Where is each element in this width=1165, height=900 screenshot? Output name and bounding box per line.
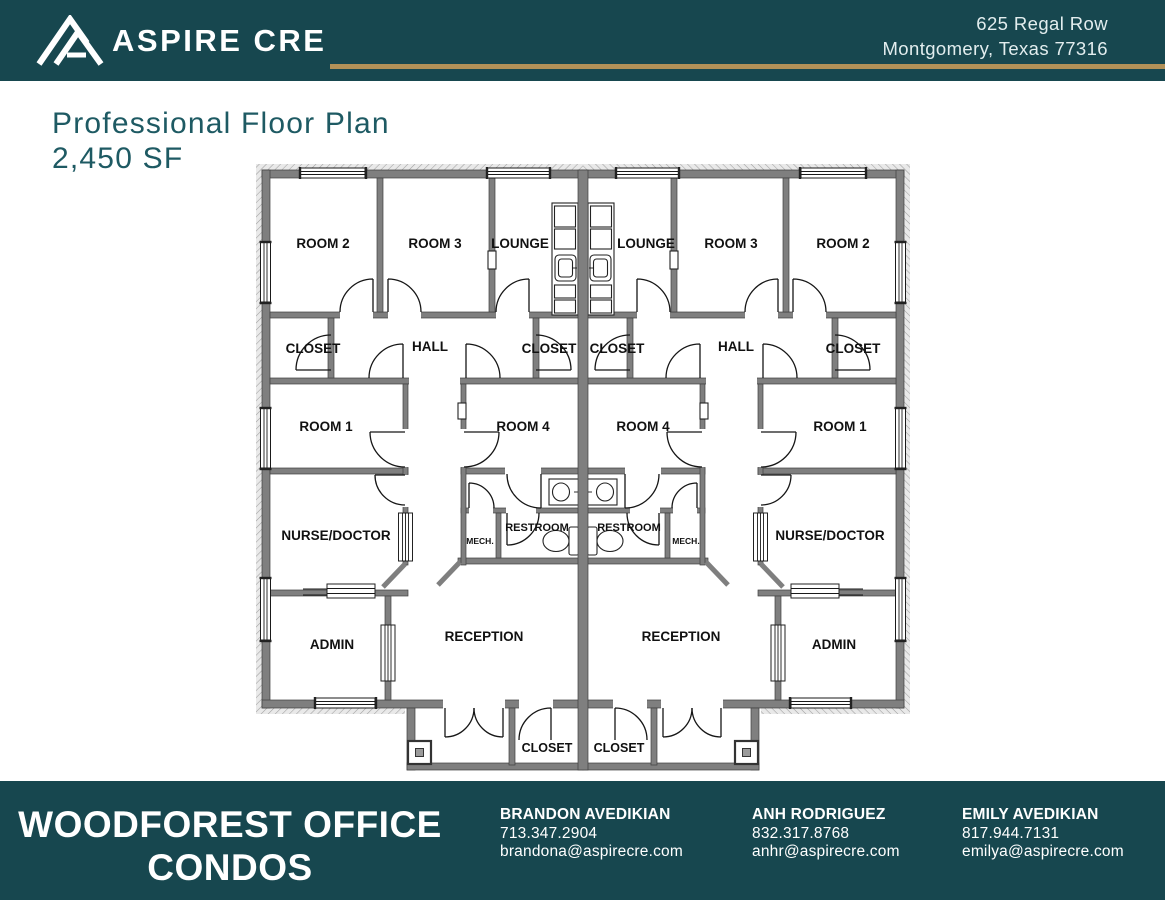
room-label: ROOM 3 bbox=[704, 236, 758, 251]
room-label: ROOM 1 bbox=[813, 419, 867, 434]
contact-email: brandona@aspirecre.com bbox=[500, 843, 683, 860]
footer-band bbox=[0, 781, 1165, 900]
room-label: ADMIN bbox=[812, 637, 856, 652]
room-label: CLOSET bbox=[522, 341, 578, 356]
room-label: ROOM 3 bbox=[408, 236, 462, 251]
room-label: ROOM 4 bbox=[616, 419, 670, 434]
demising-wall bbox=[577, 169, 589, 771]
room-label: HALL bbox=[718, 339, 754, 354]
room-label: RESTROOM bbox=[505, 522, 569, 534]
contact-phone: 832.317.8768 bbox=[752, 824, 850, 842]
address-line2: Montgomery, Texas 77316 bbox=[882, 38, 1108, 59]
building-name-line1: WOODFOREST OFFICE bbox=[18, 804, 442, 845]
room-label: CLOSET bbox=[286, 341, 342, 356]
room-label: NURSE/DOCTOR bbox=[281, 528, 391, 543]
room-label: ROOM 4 bbox=[496, 419, 550, 434]
plan-title-sf: 2,450 SF bbox=[52, 142, 184, 175]
contact-card: ANH RODRIGUEZ 832.317.8768 anhr@aspirecr… bbox=[752, 806, 900, 862]
unit-right-geometry bbox=[583, 164, 910, 770]
room-label: ROOM 2 bbox=[816, 236, 869, 251]
room-label: ROOM 2 bbox=[296, 236, 349, 251]
room-label: RECEPTION bbox=[642, 629, 721, 644]
room-label: CLOSET bbox=[826, 341, 882, 356]
room-label: CLOSET bbox=[522, 741, 573, 755]
gold-rule bbox=[330, 64, 1165, 69]
contact-name: BRANDON AVEDIKIAN bbox=[500, 806, 671, 823]
room-label: NURSE/DOCTOR bbox=[775, 528, 885, 543]
aspire-logo-icon bbox=[36, 15, 104, 66]
room-label: LOUNGE bbox=[491, 236, 549, 251]
plan-title: Professional Floor Plan 2,450 SF bbox=[52, 106, 390, 176]
brand-name: ASPIRE CRE bbox=[112, 23, 327, 58]
room-label: MECH. bbox=[672, 536, 699, 546]
header-band: ASPIRE CRE 625 Regal Row Montgomery, Tex… bbox=[0, 0, 1165, 81]
floor-plan-drawing: ROOM 2 ROOM 3 LOUNGE CLOSET HALL CLOSET … bbox=[253, 163, 913, 775]
room-label: MECH. bbox=[466, 536, 493, 546]
room-label: CLOSET bbox=[590, 341, 646, 356]
contact-email: anhr@aspirecre.com bbox=[752, 843, 900, 860]
building-name-line2: CONDOS bbox=[147, 847, 313, 888]
contact-phone: 713.347.2904 bbox=[500, 824, 598, 842]
room-label: HALL bbox=[412, 339, 448, 354]
property-address: 625 Regal Row Montgomery, Texas 77316 bbox=[883, 11, 1109, 61]
contact-email: emilya@aspirecre.com bbox=[962, 843, 1124, 860]
contact-card: BRANDON AVEDIKIAN 713.347.2904 brandona@… bbox=[500, 806, 683, 862]
room-label: LOUNGE bbox=[617, 236, 675, 251]
contact-name: EMILY AVEDIKIAN bbox=[962, 806, 1099, 823]
plan-title-line1: Professional Floor Plan bbox=[52, 107, 390, 140]
contact-card: EMILY AVEDIKIAN 817.944.7131 emilya@aspi… bbox=[962, 806, 1124, 862]
contact-name: ANH RODRIGUEZ bbox=[752, 806, 886, 823]
room-label: RESTROOM bbox=[597, 522, 661, 534]
building-name: WOODFOREST OFFICE CONDOS bbox=[10, 803, 450, 889]
unit-left-geometry bbox=[256, 164, 583, 770]
room-label: RECEPTION bbox=[445, 629, 524, 644]
room-label: ADMIN bbox=[310, 637, 354, 652]
room-label: ROOM 1 bbox=[299, 419, 353, 434]
room-label: CLOSET bbox=[594, 741, 645, 755]
address-line1: 625 Regal Row bbox=[976, 13, 1108, 34]
contact-phone: 817.944.7131 bbox=[962, 824, 1060, 842]
